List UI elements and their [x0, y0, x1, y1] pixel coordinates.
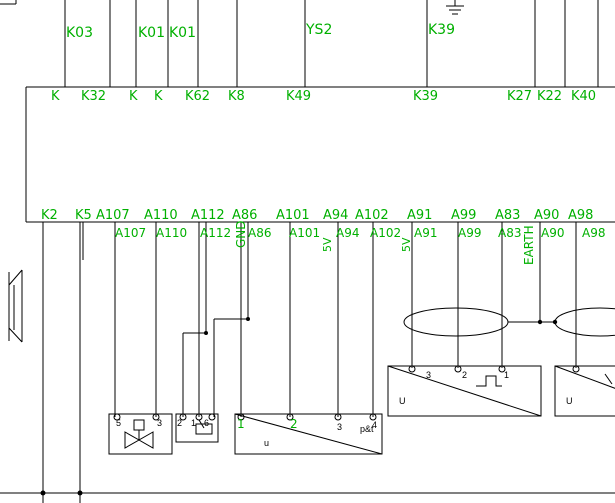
sub-pin: EARTH [522, 225, 536, 265]
sub-pin-labels: A107 A110 A112 GND A86 A101 5V A94 A102 … [115, 220, 605, 265]
bottom-pin: A107 [96, 208, 130, 223]
junction-wires [182, 317, 250, 417]
crank-speed-sensor: U [554, 365, 615, 417]
top-pin-labels: K K32 K K K62 K8 K49 K39 K27 K22 K40 [51, 89, 596, 104]
sub-pin: A101 [289, 226, 320, 240]
sub-pin: A99 [458, 226, 481, 240]
top-wires [64, 0, 599, 87]
sub-pin: A83 [498, 226, 521, 240]
sub-pin: A107 [115, 226, 146, 240]
top-pin: K62 [185, 89, 210, 104]
pedal-potentiometer: 2 1 6 [175, 413, 219, 443]
bottom-pin: A99 [451, 208, 476, 223]
bottom-pin: A90 [534, 208, 559, 223]
cam-pin: 2 [462, 370, 467, 380]
sensor-pin: 2 [290, 417, 298, 431]
top-pin: K [129, 89, 138, 104]
bottom-pin: K2 [41, 208, 58, 223]
sub-pin: A94 [336, 226, 359, 240]
top-pin: K8 [228, 89, 245, 104]
bottom-pin: K5 [75, 208, 92, 223]
cam-pin: 1 [504, 370, 509, 380]
top-pin: K39 [413, 89, 438, 104]
cam-pin: 3 [426, 370, 431, 380]
bottom-pin: A110 [144, 208, 178, 223]
top-code-label: YS2 [305, 22, 332, 38]
pedal-pin: 6 [204, 418, 209, 428]
bottom-pin: A86 [232, 208, 257, 223]
top-pin: K40 [571, 89, 596, 104]
pedal-pin: 1 [191, 418, 196, 428]
top-code-label: K01 [138, 25, 165, 41]
sub-pin: A112 [200, 226, 231, 240]
pressure-temperature-sensor: 1 2 3 4 u p&t [234, 413, 383, 455]
pulse-icon [476, 375, 502, 387]
top-code-label: K01 [169, 25, 196, 41]
bottom-pin: A83 [495, 208, 520, 223]
bottom-pin: A102 [355, 208, 389, 223]
sensor-pin: 3 [337, 422, 342, 432]
sub-pin: A98 [582, 226, 605, 240]
sub-pin: A110 [156, 226, 187, 240]
crank-u: U [566, 396, 573, 406]
bottom-pin: A91 [407, 208, 432, 223]
bottom-wires [42, 222, 577, 503]
top-pin: K32 [81, 89, 106, 104]
cam-u: U [399, 396, 406, 406]
top-pin: K [154, 89, 163, 104]
top-code-label: K39 [428, 22, 455, 38]
ecu-module-box [25, 86, 615, 223]
top-pin: K49 [286, 89, 311, 104]
top-pin: K22 [537, 89, 562, 104]
sub-pin: 5V [321, 237, 334, 252]
bottom-pin: A94 [323, 208, 348, 223]
sub-pin: A102 [370, 226, 401, 240]
sub-pin: A86 [248, 226, 271, 240]
sub-pin: 5V [400, 237, 413, 252]
sub-pin: A91 [414, 226, 437, 240]
cam-speed-sensor: 3 2 1 U [387, 365, 542, 417]
top-code-label: K03 [66, 25, 93, 41]
left-speaker-symbol-icon [8, 269, 23, 343]
throttle-valve: 5 3 [108, 413, 173, 455]
bottom-pin: A101 [276, 208, 310, 223]
top-pin: K [51, 89, 60, 104]
sub-pin: A90 [541, 226, 564, 240]
bottom-pin: A98 [568, 208, 593, 223]
sensor-pin: 4 [372, 420, 377, 430]
sub-pin: GND [234, 220, 248, 248]
shield-ellipses [403, 307, 615, 337]
sensor-pt: p&t [360, 424, 374, 434]
bottom-bus [0, 490, 615, 496]
pedal-pin: 2 [177, 418, 182, 428]
sensor-pin: 1 [237, 417, 245, 431]
valve-pin: 3 [157, 418, 162, 428]
top-region: K03 K01 K01 YS2 K39 [0, 0, 599, 104]
top-pin: K27 [507, 89, 532, 104]
sensor-u: u [264, 438, 269, 448]
bottom-pin-labels: K2 K5 A107 A110 A112 A86 A101 A94 A102 A… [41, 208, 593, 223]
valve-pin: 5 [116, 418, 121, 428]
ground-symbol-icon [446, 0, 464, 15]
bottom-pin: A112 [191, 208, 225, 223]
